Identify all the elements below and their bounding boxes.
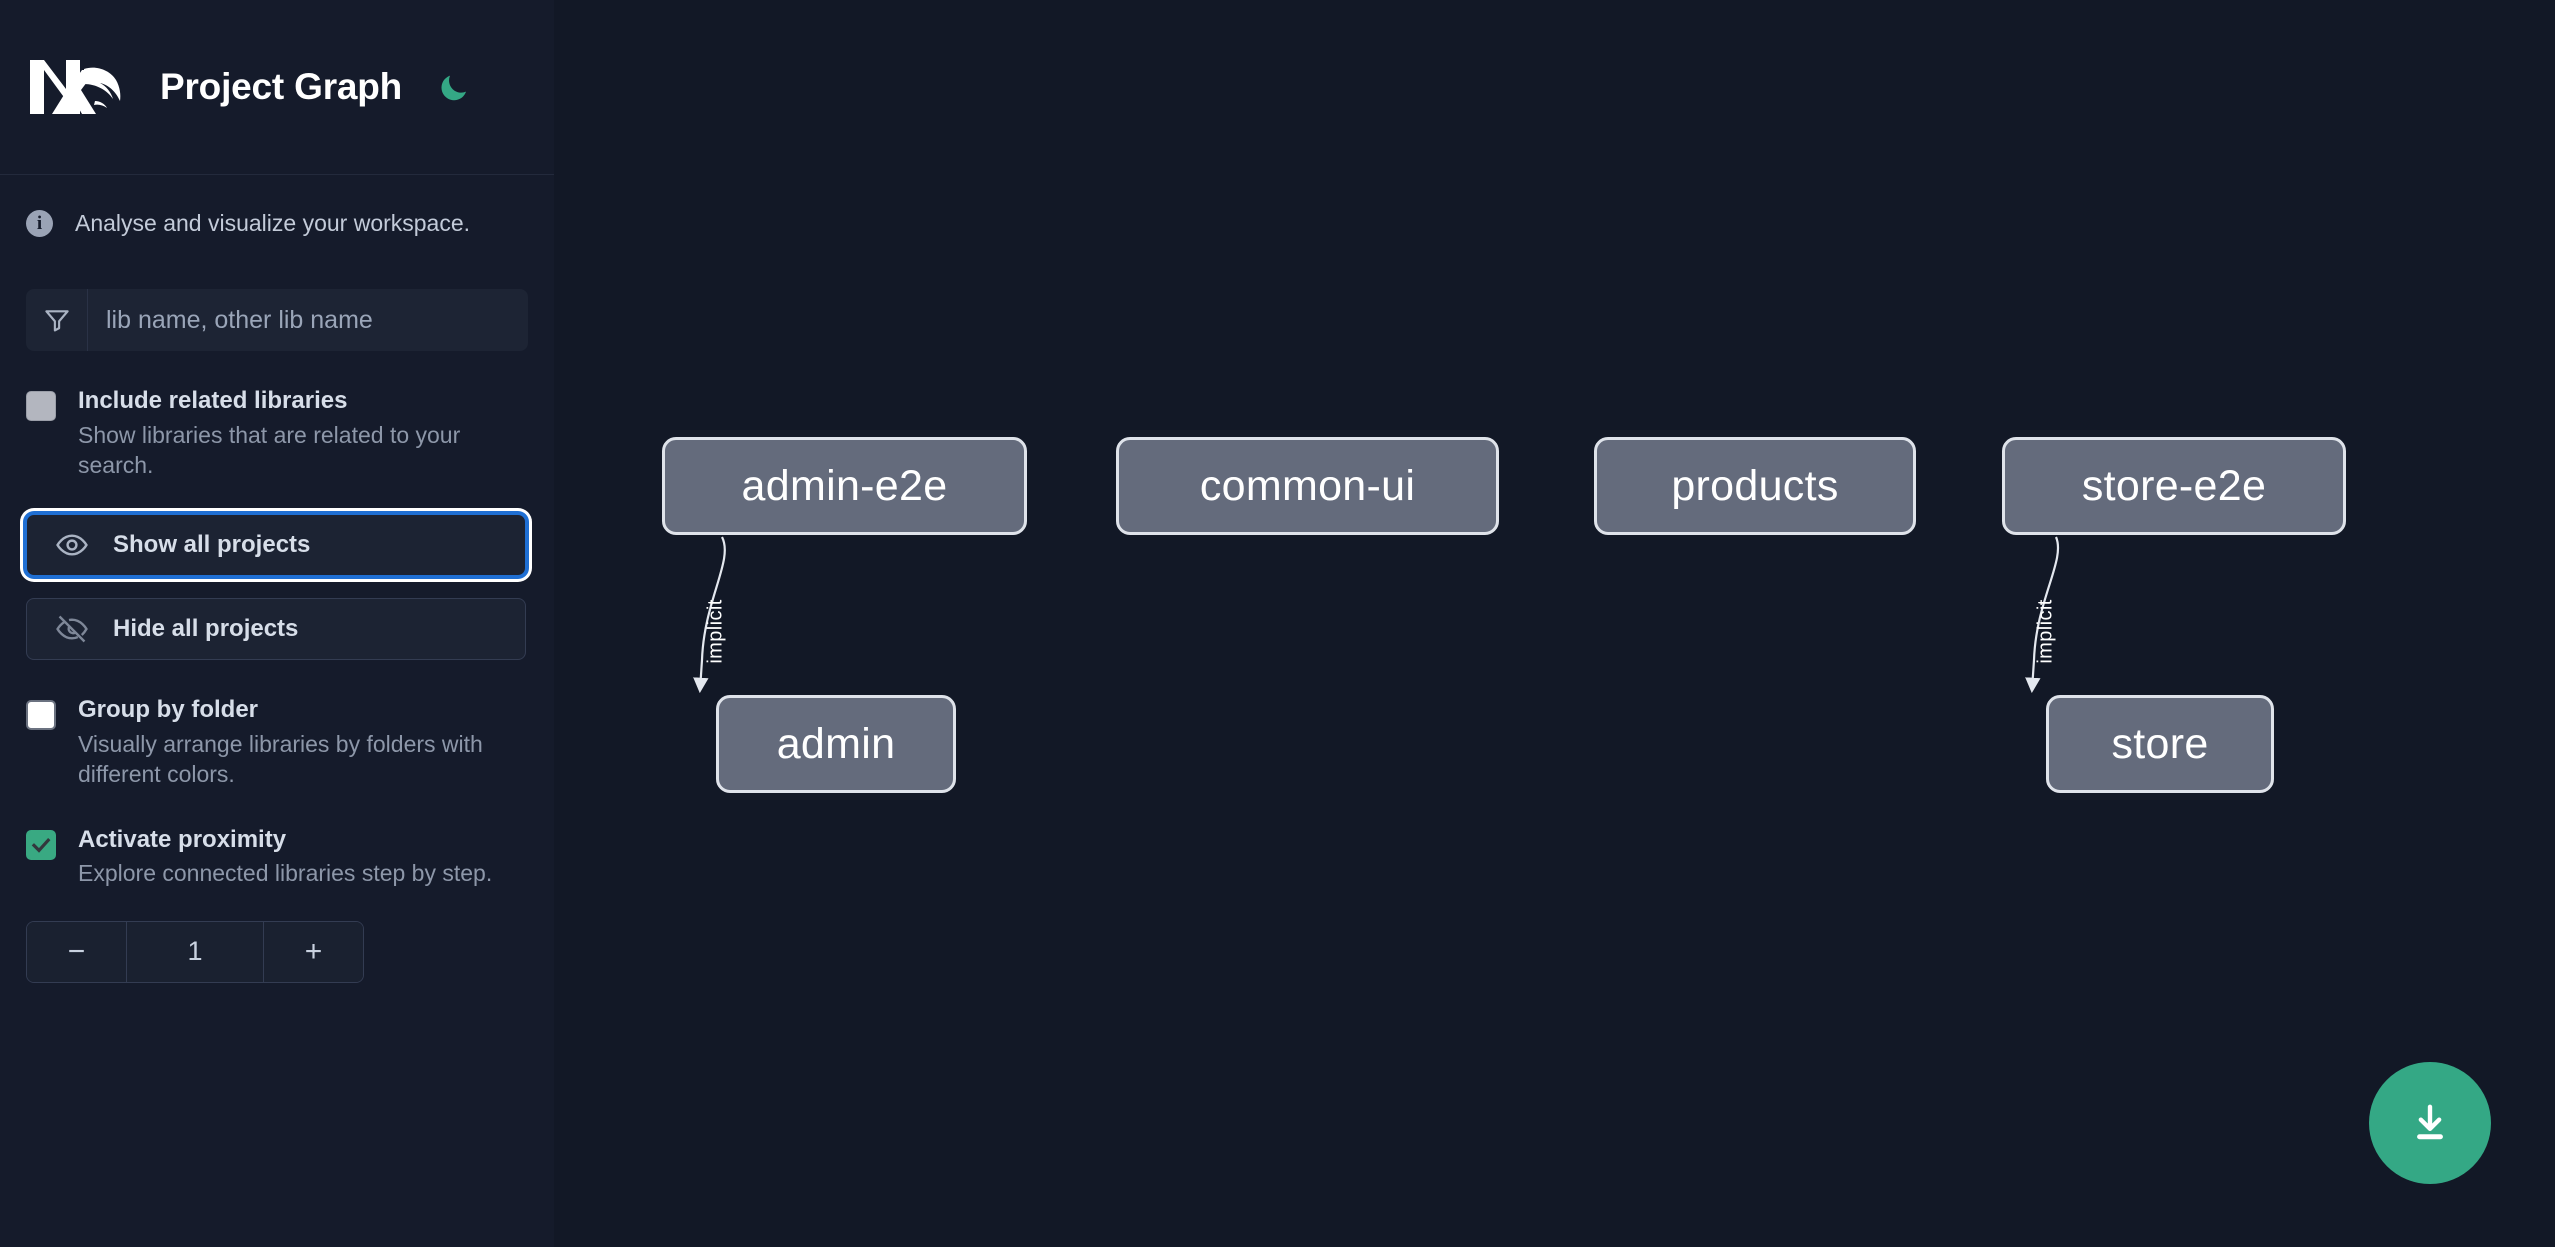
sidebar-header: Project Graph — [0, 0, 554, 175]
option-description: Explore connected libraries step by step… — [78, 860, 493, 887]
option-text: Include related libraries Show libraries… — [78, 387, 508, 480]
group-by-folder-checkbox[interactable] — [26, 700, 56, 731]
nx-logo — [30, 60, 121, 114]
moon-icon[interactable] — [432, 65, 476, 109]
graph-node-products[interactable]: products — [1594, 437, 1916, 535]
search-box — [26, 289, 528, 351]
option-label: Activate proximity — [78, 825, 287, 853]
proximity-increment-button[interactable]: + — [263, 921, 363, 982]
download-graph-button[interactable] — [2369, 1062, 2491, 1184]
check-icon — [31, 837, 51, 853]
filter-glyph — [44, 310, 69, 332]
edge-label: implicit — [2034, 599, 2057, 664]
filter-icon[interactable] — [26, 289, 88, 351]
eye-off-icon — [56, 615, 88, 643]
eye-icon — [56, 534, 88, 556]
tagline: i Analyse and visualize your workspace. — [0, 175, 554, 271]
option-label: Include related libraries — [78, 387, 348, 414]
graph-node-admin[interactable]: admin — [716, 695, 956, 793]
visibility-button-group: Show all projects Hide all projects — [26, 514, 528, 661]
graph-node-admin-e2e[interactable]: admin-e2e — [662, 437, 1027, 535]
option-group-by-folder[interactable]: Group by folder Visually arrange librari… — [26, 696, 528, 789]
proximity-value: 1 — [127, 921, 263, 982]
page-title: Project Graph — [160, 66, 403, 107]
option-activate-proximity[interactable]: Activate proximity Explore connected lib… — [26, 826, 528, 889]
search-input[interactable] — [88, 289, 528, 351]
download-icon — [2417, 1104, 2443, 1140]
graph-canvas[interactable]: implicit implicit admin-e2e common-ui produc… — [554, 0, 2555, 1247]
hide-all-projects-button[interactable]: Hide all projects — [26, 598, 526, 661]
proximity-stepper: − 1 + — [26, 920, 364, 983]
option-description: Visually arrange libraries by folders wi… — [78, 730, 483, 788]
graph-node-store-e2e[interactable]: store-e2e — [2002, 437, 2346, 535]
edge-label: implicit — [704, 599, 727, 664]
graph-node-store[interactable]: store — [2046, 695, 2274, 793]
tagline-text: Analyse and visualize your workspace. — [75, 209, 471, 236]
graph-node-common-ui[interactable]: common-ui — [1116, 437, 1499, 535]
include-related-libraries-checkbox[interactable] — [26, 391, 56, 421]
sidebar-body: Include related libraries Show libraries… — [0, 289, 554, 983]
option-description: Show libraries that are related to your … — [78, 421, 461, 478]
show-all-projects-button[interactable]: Show all projects — [26, 514, 526, 577]
option-text: Group by folder Visually arrange librari… — [78, 696, 508, 789]
info-icon: i — [26, 209, 53, 237]
option-text: Activate proximity Explore connected lib… — [78, 826, 492, 889]
proximity-decrement-button[interactable]: − — [27, 921, 127, 982]
activate-proximity-checkbox[interactable] — [26, 829, 56, 860]
graph-edges — [693, 536, 2060, 694]
moon-glyph — [441, 75, 467, 101]
sidebar: Project Graph i Analyse and visualize yo… — [0, 0, 554, 1247]
show-all-projects-label: Show all projects — [113, 531, 311, 559]
option-label: Group by folder — [78, 696, 258, 724]
option-include-related-libraries[interactable]: Include related libraries Show libraries… — [26, 387, 528, 480]
hide-all-projects-label: Hide all projects — [113, 615, 299, 643]
